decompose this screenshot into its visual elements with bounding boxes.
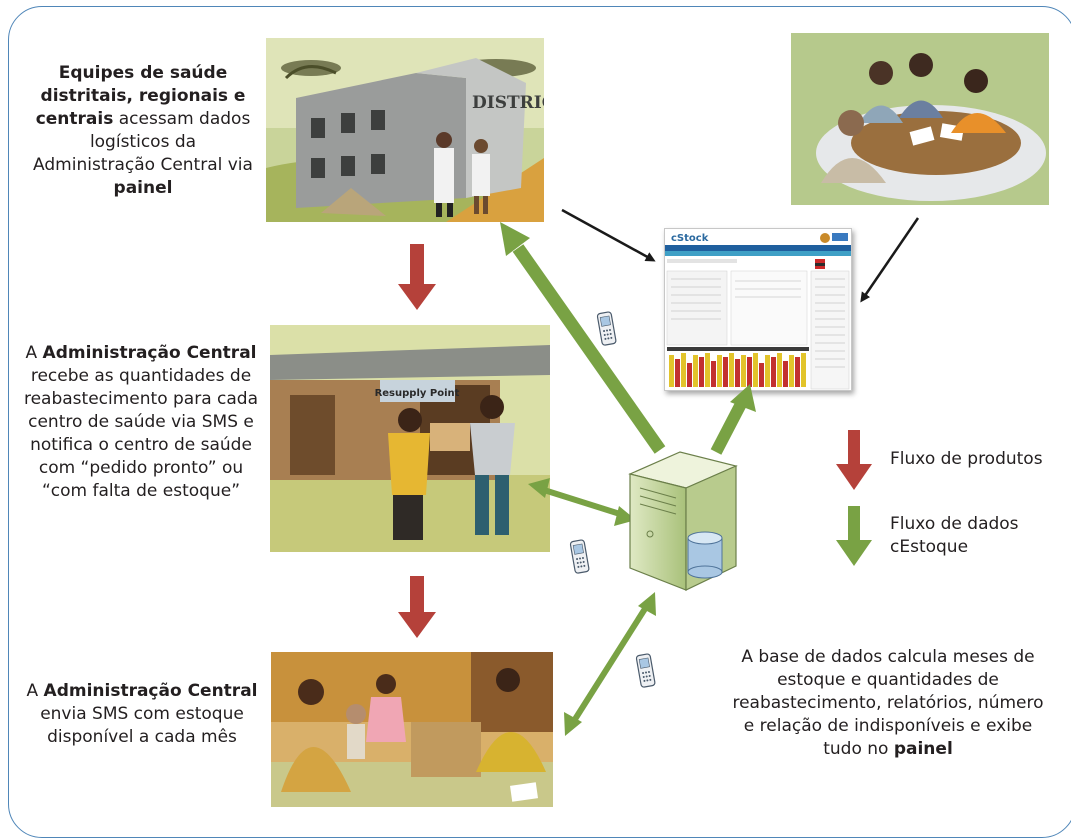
community-caption-a: A: [26, 681, 39, 701]
product-arrow-resupply-to-community: [398, 576, 436, 638]
mobile-phone-icon: [596, 311, 617, 346]
community-caption-bold: Administração Central: [43, 681, 258, 701]
mobile-phone-icon: [635, 653, 656, 688]
resupply-caption-text: recebe as quantidades de reabastecimento…: [23, 366, 258, 501]
community-illustration: [271, 652, 553, 807]
black-arrow-meeting-to-dashboard: [860, 217, 920, 303]
legend-data-label: Fluxo de dados cEstoque: [890, 514, 1019, 557]
resupply-point-illustration: Resupply Point: [270, 325, 550, 552]
dashboard-screenshot: cStock: [664, 228, 852, 391]
data-arrow-resupply-server: [528, 478, 636, 526]
meeting-illustration: [791, 33, 1049, 205]
data-arrow-server-to-dashboard: [710, 384, 756, 455]
legend-products-label: Fluxo de produtos: [890, 449, 1043, 469]
database-caption: A base de dados calcula meses de estoque…: [726, 646, 1050, 761]
district-sign: DISTRICT: [472, 93, 544, 113]
database-icon: [687, 531, 723, 579]
district-caption: Equipes de saúde distritais, regionais e…: [32, 62, 254, 200]
district-office-illustration: DISTRICT: [266, 38, 544, 222]
resupply-sign: Resupply Point: [375, 388, 460, 399]
data-arrow-server-to-district: [500, 222, 666, 454]
database-caption-text: A base de dados calcula meses de estoque…: [732, 647, 1044, 759]
district-caption-text: acessam dados logísticos da Administraçã…: [33, 109, 253, 175]
data-arrow-community-server: [564, 592, 656, 736]
dashboard-logo: cStock: [671, 233, 709, 244]
community-caption-text: envia SMS com estoque disponível a cada …: [40, 704, 244, 747]
resupply-caption-a: A: [25, 343, 38, 363]
resupply-caption-bold: Administração Central: [42, 343, 257, 363]
database-caption-painel: painel: [893, 739, 953, 759]
mobile-phone-icon: [569, 539, 590, 574]
legend-product-arrow: [836, 430, 872, 490]
district-caption-painel: painel: [113, 178, 173, 198]
black-arrow-district-to-dashboard: [561, 208, 656, 262]
resupply-caption: A Administração Central recebe as quanti…: [18, 342, 264, 503]
community-caption: A Administração Central envia SMS com es…: [22, 680, 262, 749]
district-caption-bold: Equipes de saúde distritais, regionais e…: [35, 63, 246, 129]
legend-data-arrow: [836, 506, 872, 566]
product-arrow-district-to-resupply: [398, 244, 436, 310]
